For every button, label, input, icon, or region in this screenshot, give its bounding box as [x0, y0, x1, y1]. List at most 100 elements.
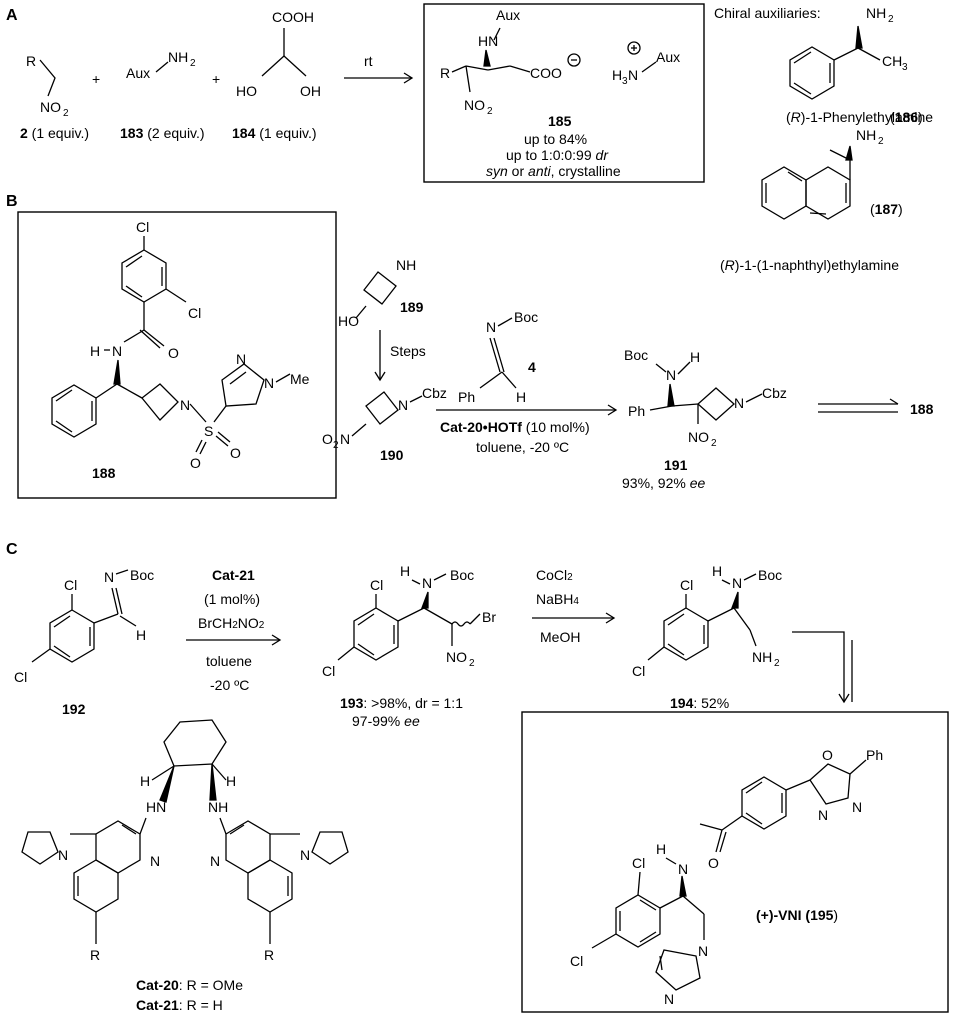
svg-text:COOH: COOH: [272, 9, 314, 25]
svg-text:HN: HN: [146, 799, 166, 815]
svg-text:N: N: [58, 847, 68, 863]
svg-text:NH: NH: [396, 257, 416, 273]
svg-text:H: H: [136, 627, 146, 643]
svg-text:O: O: [322, 431, 333, 447]
svg-text:N: N: [818, 807, 828, 823]
svg-text:2: 2: [333, 440, 339, 451]
svg-text:H: H: [712, 563, 722, 579]
condition-rt: rt: [364, 53, 373, 69]
vni-name: (+)-VNI (: [756, 907, 810, 923]
svg-text:Cl: Cl: [188, 305, 201, 321]
svg-text:Br: Br: [482, 609, 496, 625]
svg-text:HN: HN: [478, 33, 498, 49]
svg-text:NO: NO: [688, 429, 709, 445]
svg-text:Cbz: Cbz: [422, 385, 447, 401]
svg-text:CH: CH: [882, 53, 902, 69]
label-187: 187: [875, 201, 899, 217]
svg-text:O: O: [230, 445, 241, 461]
nitroalkane-2: R NO 2: [26, 53, 69, 119]
svg-text:(187): (187): [870, 201, 903, 217]
svg-text:CoCl2: CoCl2: [536, 567, 573, 583]
target-molecule-188: Cl Cl O H N N S O O N N: [51, 219, 310, 471]
vni-molecule-195: O N N Ph O H N Cl Cl N N: [570, 747, 883, 1007]
imine-192: Cl Cl N Boc H: [14, 567, 154, 685]
plus-2: +: [212, 71, 220, 87]
svg-text:Cl: Cl: [64, 577, 77, 593]
svg-text:93%, 92% ee: 93%, 92% ee: [622, 475, 706, 491]
label-186-wrap: (186): [890, 109, 923, 125]
final-target-188: 188: [910, 401, 934, 417]
svg-text:Ph: Ph: [628, 403, 645, 419]
svg-text:O: O: [168, 345, 179, 361]
label-194: 194: [670, 695, 694, 711]
svg-text:N: N: [112, 343, 122, 359]
amine-183: Aux NH 2: [126, 49, 196, 81]
svg-text:2: 2: [774, 658, 780, 669]
svg-text:Cl: Cl: [680, 577, 693, 593]
svg-text:Cl: Cl: [370, 577, 383, 593]
svg-text:(R)-1-(1-naphthyl)ethylamine: (R)-1-(1-naphthyl)ethylamine: [720, 257, 899, 273]
label-190: 190: [380, 447, 404, 463]
svg-text:N: N: [732, 575, 742, 591]
catalyst-c: Cat-21: [212, 567, 255, 583]
svg-text:2: 2: [63, 108, 69, 119]
svg-text:Boc: Boc: [130, 567, 154, 583]
arrow-c3: [792, 631, 845, 702]
svg-text:H: H: [690, 349, 700, 365]
svg-text:Cl: Cl: [570, 953, 583, 969]
svg-text:MeOH: MeOH: [540, 629, 580, 645]
svg-text:2: 2: [888, 14, 894, 25]
svg-text:Cl: Cl: [136, 219, 149, 235]
svg-text:194: 52%: 194: 52%: [670, 695, 729, 711]
svg-text:H: H: [612, 67, 622, 83]
svg-text:Ph: Ph: [866, 747, 883, 763]
svg-text:NH: NH: [752, 649, 772, 665]
svg-text:Cl: Cl: [322, 663, 335, 679]
azetidinol-189: NH HO: [338, 257, 416, 329]
svg-text:N: N: [678, 861, 688, 877]
imine-4: N Boc Ph H: [458, 309, 538, 405]
svg-text:O: O: [822, 747, 833, 763]
chiral-aux-title: Chiral auxiliaries:: [714, 5, 821, 21]
svg-text:N: N: [210, 853, 220, 869]
glyoxylic-hydrate-184: COOH HO OH: [236, 9, 321, 99]
plus-1: +: [92, 71, 100, 87]
svg-text:183 (2 equiv.): 183 (2 equiv.): [120, 125, 205, 141]
nitroazetidine-190: N Cbz O 2 N: [322, 385, 447, 451]
label-4: 4: [528, 359, 536, 375]
auxiliary-186: NH 2 CH 3: [789, 5, 908, 100]
yield-185: up to 84%: [524, 131, 587, 147]
nitroamine-193: Cl Cl H N Boc Br NO 2: [322, 563, 496, 679]
svg-text:N: N: [340, 431, 350, 447]
svg-text:N: N: [264, 375, 274, 391]
svg-text:N: N: [852, 799, 862, 815]
product-185: Aux HN R NO 2 COO H 3 N Aux: [440, 7, 680, 117]
svg-text:N: N: [422, 575, 432, 591]
svg-text:3: 3: [902, 62, 908, 73]
label-184: 184: [232, 125, 256, 141]
svg-text:3: 3: [622, 76, 628, 87]
svg-text:N: N: [486, 319, 496, 335]
svg-text:R: R: [264, 947, 274, 963]
svg-text:(+)-VNI (195): (+)-VNI (195): [756, 907, 838, 923]
svg-text:NH: NH: [856, 127, 876, 143]
svg-text:H: H: [516, 389, 526, 405]
svg-text:2: 2: [190, 58, 196, 69]
svg-text:R: R: [440, 65, 450, 81]
panel-label-c: C: [6, 541, 18, 558]
svg-text:2: 2: [711, 438, 717, 449]
svg-text:COO: COO: [530, 65, 562, 81]
svg-text:2: 2: [487, 106, 493, 117]
svg-text:up to 1:0:0:99 dr: up to 1:0:0:99 dr: [506, 147, 609, 163]
svg-text:Boc: Boc: [758, 567, 782, 583]
svg-text:NH: NH: [866, 5, 886, 21]
svg-text:193: >98%, dr = 1:1: 193: >98%, dr = 1:1: [340, 695, 463, 711]
svg-text:N: N: [150, 853, 160, 869]
svg-text:Ph: Ph: [458, 389, 475, 405]
svg-text:R: R: [26, 53, 36, 69]
cat-21-label: Cat-21: [136, 997, 179, 1013]
svg-text:N: N: [236, 351, 246, 367]
svg-text:(R)-1-Phenylethylamine: (R)-1-Phenylethylamine: [786, 109, 933, 125]
svg-text:O: O: [708, 855, 719, 871]
